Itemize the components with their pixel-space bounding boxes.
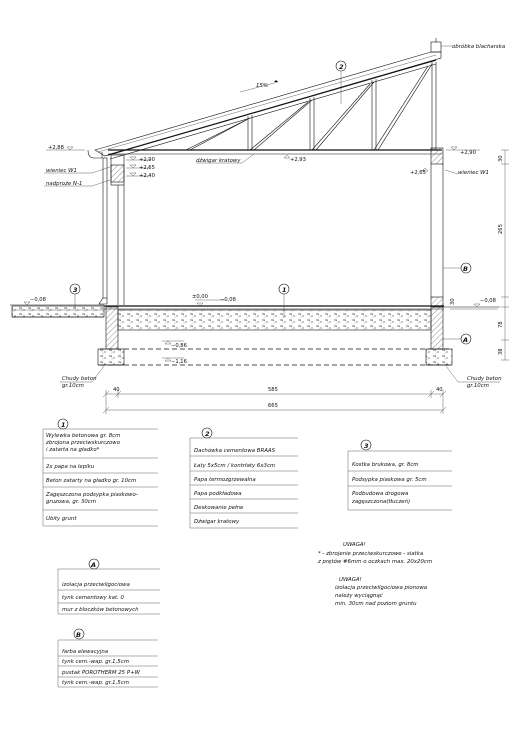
flashing-label: obróbka blacharska — [452, 43, 505, 50]
floor-concrete — [117, 309, 432, 331]
legend-2: 2 Dachówka cementowa BRAAS Łaty 5x5cm / … — [189, 427, 298, 529]
paving-layers — [11, 305, 105, 318]
truss-label: dźwigar kratowy — [196, 157, 241, 164]
hdim-665: 665 — [268, 403, 278, 409]
flashing-block — [430, 41, 442, 53]
marker-1-text: 1 — [282, 286, 287, 294]
truss-web — [185, 62, 437, 151]
marker-A-text: A — [462, 336, 468, 344]
downpipe — [102, 157, 108, 299]
legend-A-row-2: mur z bloczków betonowych — [62, 606, 139, 613]
level-116: −1,16 — [171, 359, 187, 365]
legend-A-letter: A — [90, 561, 96, 569]
note-2-line-a: izolacja przeciwilgociowa pionowa — [335, 585, 427, 591]
legend-3-row-2: Podbudowa drogowa — [352, 491, 408, 497]
note-1-line-a: * - zbrojenie przeciwskurczowe - siatka — [318, 551, 423, 557]
note-2-title: UWAGA! — [339, 577, 362, 583]
paving: −0,08 3 −0,08 — [10, 283, 500, 318]
lean-concrete-left-2: gr.10cm — [62, 383, 84, 389]
legend-1-row-1: zbrojona przeciwskurczowo — [45, 440, 121, 446]
level-293: +2,93 — [290, 157, 306, 163]
legend-B-row-3: tynk cem.-wap. gr.1,5cm — [62, 680, 129, 686]
note-2-line-b: należy wyciągnąć — [335, 592, 384, 599]
lean-concrete-right: Chudy beton — [467, 376, 502, 382]
note-1-title: UWAGA! — [343, 542, 366, 548]
marker-3-text: 3 — [73, 286, 78, 294]
note-1-line-b: z prętów #6mm o oczkach max. 20x20cm — [317, 558, 432, 565]
level-008c: −0,08 — [480, 298, 496, 304]
vdim-78: 78 — [498, 321, 504, 328]
legend-A: A izolacja przeciwilgociowa tynk cemento… — [57, 558, 160, 615]
right-ring-beam — [430, 147, 444, 165]
marker-2-text: 2 — [339, 63, 344, 71]
level-288: +2,88 — [48, 145, 64, 151]
legend-1: 1 Wylewka betonowa gr. 8cm zbrojona prze… — [42, 418, 158, 527]
marker-B-text: B — [463, 265, 468, 273]
roof-covering — [94, 51, 442, 157]
horizontal-dims: 40 585 40 665 — [102, 387, 447, 414]
lintel-right-label: wieniec W1 — [458, 170, 489, 176]
legend-3-row-1: Podsypka piaskowa gr. 5cm — [352, 477, 427, 483]
legend-3: 3 Kostka brukowa, gr. 8cm Podsypka piask… — [347, 439, 452, 511]
truss-top-chord — [107, 59, 437, 156]
roof-slope-label: 15% — [256, 83, 268, 89]
note-2-line-c: min. 30cm nad poziom gruntu — [335, 601, 417, 607]
legend-B: B farba elewacyjna tynk cem.-wap. gr.1,5… — [57, 628, 158, 688]
hdim-585: 585 — [268, 387, 278, 393]
legend-2-number: 2 — [205, 430, 210, 438]
legend-3-row-3: zagęszczona(tłuczeń) — [351, 498, 410, 505]
vdim-265: 265 — [498, 224, 504, 234]
legend-2-row-0: Dachówka cementowa BRAAS — [194, 447, 276, 454]
legend-2-row-3: Papa podkładowa — [194, 491, 242, 497]
right-wall: +2,90 +2,65 wieniec W1 B 30 265 30 78 38 — [410, 146, 509, 361]
gutter — [87, 149, 103, 159]
legend-1-row-7: Ubity grunt — [46, 516, 77, 522]
legend-1-row-6: gruzowa, gr. 30cm — [46, 499, 96, 505]
legend-B-row-2: pustak POROTHERM 25 P+W — [61, 670, 141, 676]
notes: UWAGA! * - zbrojenie przeciwskurczowe - … — [317, 542, 432, 607]
right-foundation — [430, 306, 444, 350]
left-support: +2,88 +2,90 +2,65 +2,40 +2,93 wieniec W1… — [44, 145, 306, 305]
legend-2-row-1: Łaty 5x5cm / kontrłaty 6x3cm — [193, 463, 275, 469]
legend-2-row-5: Dźwigar kratowy — [194, 518, 240, 525]
hdim-40b: 40 — [436, 387, 443, 393]
legend-A-row-0: izolacja przeciwilgociowa — [62, 582, 130, 588]
legend-B-letter: B — [76, 631, 81, 639]
lean-concrete-left: Chudy beton — [62, 376, 97, 382]
lean-concrete-right-2: gr.10cm — [467, 383, 489, 389]
legend-3-row-0: Kostka brukowa, gr. 8cm — [352, 462, 419, 468]
legend-2-row-4: Deskowanie pełne — [194, 505, 244, 511]
legend-A-row-1: tynk cementowy kat. 0 — [62, 595, 125, 601]
level-265b: +2,65 — [410, 170, 426, 176]
legend-B-row-1: tynk cem.-wap. gr.1,5cm — [62, 659, 129, 665]
left-foundation — [105, 306, 119, 350]
legend-1-row-5: Zagęszczona podsypka piaskowo- — [45, 492, 138, 498]
legend-B-row-0: farba elewacyjna — [62, 649, 108, 655]
legend-1-number: 1 — [61, 421, 66, 429]
legend-1-row-4: Beton zatarty na gładko gr. 10cm — [46, 478, 136, 484]
roof: 15% 2 obróbka blacharska dźwigar kratowy — [94, 38, 505, 164]
level-086: −0,86 — [171, 343, 187, 349]
lintel-left-label: wieniec W1 — [46, 168, 77, 174]
legend-3-number: 3 — [364, 442, 369, 450]
lintel-beam-label: nadproże N-1 — [46, 181, 82, 187]
legend-1-row-3: 2x papa na lepiku — [46, 464, 95, 470]
level-008a: −0,08 — [220, 297, 236, 303]
level-290b: +2,90 — [460, 150, 476, 156]
legend-1-row-0: Wylewka betonowa gr. 8cm — [46, 433, 120, 439]
vdim-30b: 30 — [450, 298, 456, 305]
vdim-38: 38 — [498, 348, 504, 355]
floor-foundation: ±0,00 −0,08 −0,86 −1,16 1 A Chudy beton … — [60, 283, 502, 389]
level-000: ±0,00 — [192, 294, 208, 300]
hdim-40a: 40 — [113, 387, 120, 393]
legend-1-row-2: i zatarta na gładko* — [46, 447, 100, 453]
level-008b: −0,08 — [30, 297, 46, 303]
legend-2-row-2: Papa termozgrzewalna — [194, 477, 256, 483]
vdim-30a: 30 — [498, 155, 504, 162]
